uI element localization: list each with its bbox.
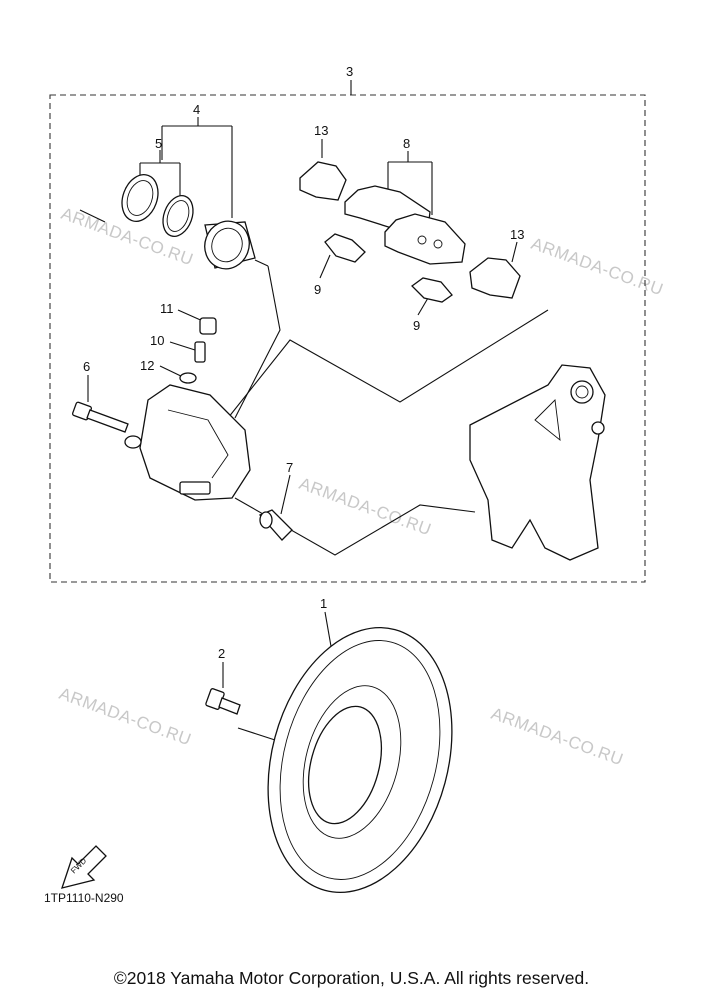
label-part-6: 6 — [83, 359, 90, 374]
brake-disc — [267, 626, 453, 894]
part-number-labels: 3 4 5 13 8 13 9 9 11 10 12 6 7 1 2 — [83, 64, 524, 661]
label-part-9-left: 9 — [314, 282, 321, 297]
label-part-10: 10 — [150, 333, 164, 348]
label-part-9-right: 9 — [413, 318, 420, 333]
caliper-bracket — [469, 364, 606, 561]
leader-lines — [79, 80, 549, 741]
label-part-13-left: 13 — [314, 123, 328, 138]
diagram-code: 1TP1110-N290 — [44, 891, 124, 905]
pad-spring-right — [411, 277, 453, 303]
piston-seal-set — [121, 174, 256, 270]
label-part-7: 7 — [286, 460, 293, 475]
bleed-screw-set — [179, 317, 217, 384]
label-part-13-right: 13 — [510, 227, 524, 242]
label-part-1: 1 — [320, 596, 327, 611]
caliper-bolt — [72, 401, 129, 433]
watermark-4: ARMADA-CO.RU — [57, 684, 194, 749]
label-part-2: 2 — [218, 646, 225, 661]
label-part-12: 12 — [140, 358, 154, 373]
copyright-notice: ©2018 Yamaha Motor Corporation, U.S.A. A… — [113, 968, 590, 988]
label-part-4: 4 — [193, 102, 200, 117]
pad-spring-left — [324, 233, 366, 263]
pad-shim-right — [469, 257, 521, 299]
caliper-pin — [258, 509, 293, 541]
label-part-11: 11 — [160, 301, 174, 316]
disc-bolt — [205, 688, 241, 715]
forward-arrow-icon: FWD — [61, 845, 107, 889]
watermark-5: ARMADA-CO.RU — [489, 704, 626, 769]
watermark-3: ARMADA-CO.RU — [297, 474, 434, 539]
brake-pads — [344, 185, 466, 265]
pad-shim-left — [299, 161, 347, 201]
label-part-3: 3 — [346, 64, 353, 79]
label-part-5: 5 — [155, 136, 162, 151]
caliper-body — [124, 384, 251, 501]
caliper-assembly-box — [49, 94, 646, 583]
label-part-8: 8 — [403, 136, 410, 151]
